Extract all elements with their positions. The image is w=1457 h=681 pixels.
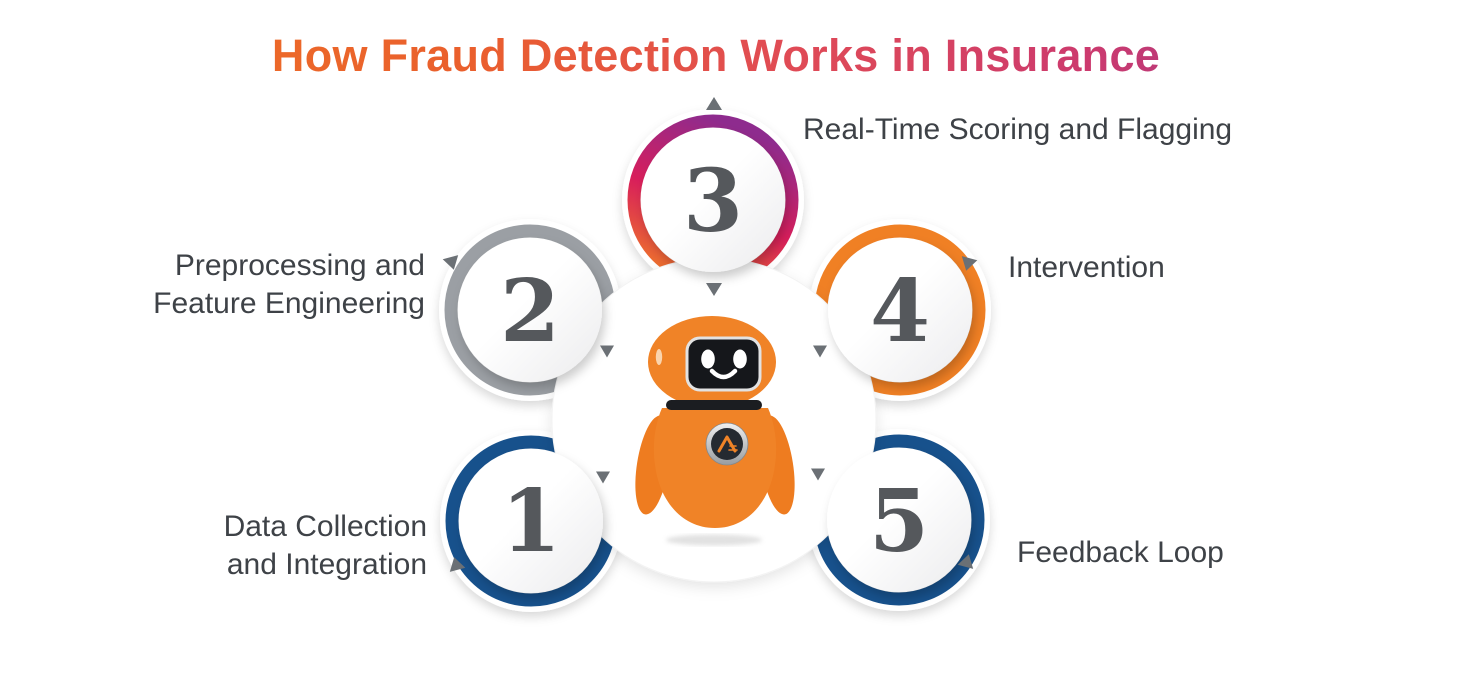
badge-logo-stripes	[728, 445, 738, 451]
robot-eye-right	[733, 349, 747, 369]
flow-arrow-icon	[706, 283, 722, 296]
step-numbers: 1 2 3 4 5	[500, 151, 930, 572]
flow-arrow-icon	[600, 345, 614, 358]
label-step-1: Data Collection and Integration	[224, 508, 427, 584]
robot-smile	[709, 368, 738, 380]
label-step-2-line-2: Feature Engineering	[153, 287, 425, 320]
node-step-5	[827, 448, 971, 592]
flow-arrow-icon	[442, 255, 459, 270]
robot-head-highlight	[655, 349, 663, 365]
flow-arrow-icon	[596, 471, 610, 484]
step-number-1: 1	[501, 471, 561, 572]
flow-arrow-icon	[449, 557, 466, 572]
flow-arrow-icon	[813, 345, 827, 358]
label-step-2: Preprocessing and Feature Engineering	[153, 247, 425, 323]
robot-mascot	[635, 316, 795, 546]
node-step-3	[641, 128, 785, 272]
flow-arrow-icon	[706, 97, 722, 110]
label-step-4-line-1: Intervention	[1008, 251, 1165, 284]
robot-face-screen	[685, 336, 762, 392]
label-step-3-line-1: Real-Time Scoring and Flagging	[803, 113, 1233, 146]
flow-arrow-icon	[811, 468, 825, 481]
flow-arrow-icon	[957, 554, 974, 569]
badge-face	[711, 428, 743, 460]
label-step-1-line-1: Data Collection	[223, 510, 427, 543]
node-step-2	[458, 238, 602, 382]
robot-eye-left	[701, 349, 715, 369]
flow-arrow-icon	[961, 256, 978, 271]
node-step-1	[459, 449, 603, 593]
step-number-4: 4	[870, 261, 930, 362]
label-step-5: Feedback Loop	[1017, 534, 1224, 572]
robot-neck-band	[666, 400, 762, 410]
label-step-1-line-2: and Integration	[226, 548, 427, 581]
step-number-5: 5	[869, 471, 929, 572]
robot-chest-badge	[705, 422, 749, 466]
label-step-5-line-1: Feedback Loop	[1017, 536, 1224, 569]
node-faces	[458, 128, 972, 593]
label-step-2-line-1: Preprocessing and	[174, 249, 425, 282]
flow-arrows	[442, 97, 978, 572]
page-title: How Fraud Detection Works in Insurance	[0, 30, 1432, 82]
label-step-4: Intervention	[1008, 249, 1165, 287]
label-step-3: Real-Time Scoring and Flagging	[803, 111, 1232, 149]
step-number-2: 2	[500, 261, 560, 362]
node-step-4	[828, 238, 972, 382]
step-number-3: 3	[683, 151, 743, 252]
robot-ground-shadow	[666, 534, 762, 546]
